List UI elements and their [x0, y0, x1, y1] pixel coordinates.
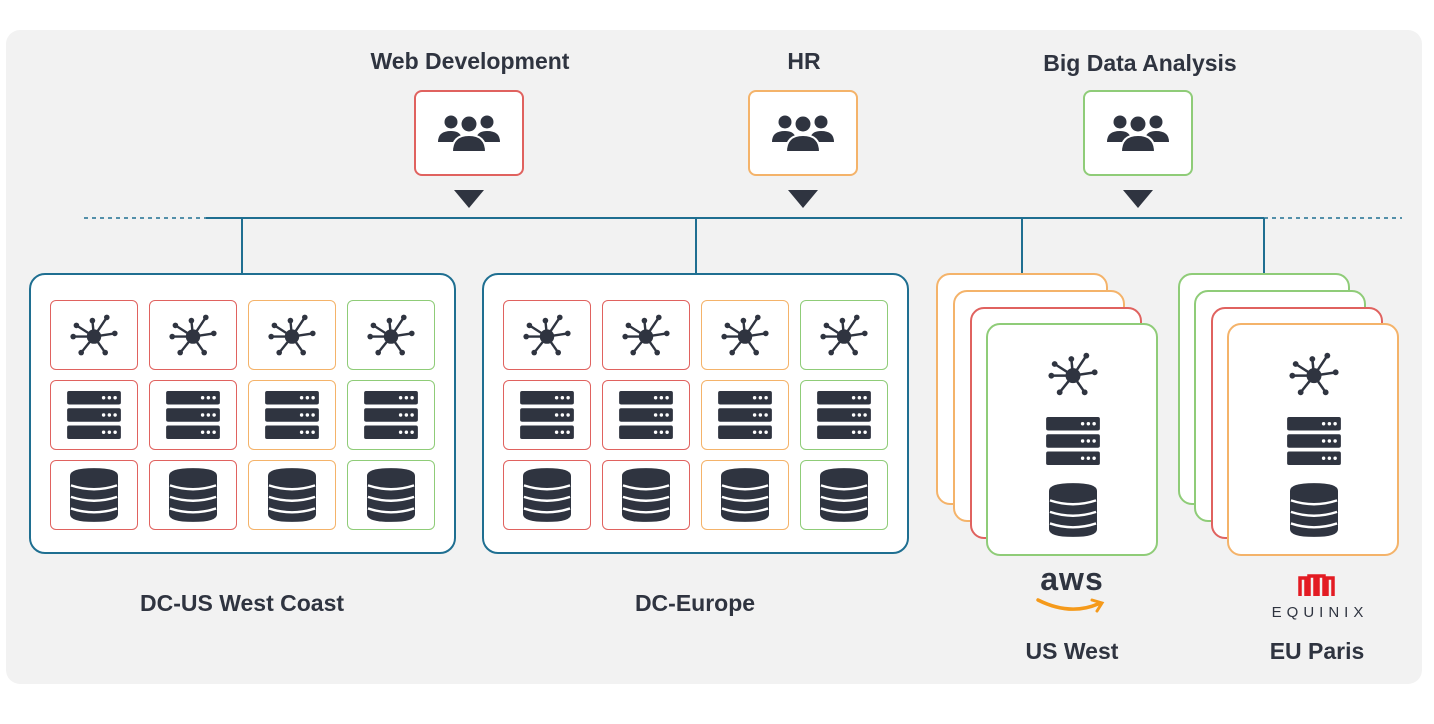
network-cell	[503, 300, 591, 370]
server-icon	[520, 391, 574, 439]
database-cell	[800, 460, 888, 530]
database-cell	[701, 460, 789, 530]
server-icon	[67, 391, 121, 439]
server-cell	[701, 380, 789, 450]
network-cell	[701, 300, 789, 370]
arrow-down-icon	[788, 190, 818, 208]
datacenter-label-europe: DC-Europe	[634, 590, 756, 616]
hr-group-box	[748, 90, 858, 176]
database-icon	[721, 468, 769, 522]
database-icon	[820, 468, 868, 522]
datacenter-europe	[482, 273, 909, 554]
database-cell	[50, 460, 138, 530]
server-icon	[364, 391, 418, 439]
database-icon	[1049, 483, 1097, 537]
network-icon	[523, 311, 571, 359]
aws-smile-icon	[1036, 598, 1105, 613]
equinix-logo: EQUINIX	[1264, 574, 1376, 626]
database-cell	[503, 460, 591, 530]
datacenter-us-west-coast	[29, 273, 456, 554]
server-icon	[1287, 417, 1341, 465]
arrow-down-icon	[1123, 190, 1153, 208]
network-icon	[1289, 349, 1339, 399]
network-icon	[721, 311, 769, 359]
cloud-label-us-west: US West	[1025, 638, 1119, 664]
server-cell	[50, 380, 138, 450]
database-icon	[523, 468, 571, 522]
group-label-web-development: Web Development	[370, 48, 570, 74]
network-icon	[820, 311, 868, 359]
database-icon	[169, 468, 217, 522]
server-cell	[248, 380, 336, 450]
server-cell	[800, 380, 888, 450]
server-cell	[602, 380, 690, 450]
server-cell	[347, 380, 435, 450]
database-icon	[268, 468, 316, 522]
database-cell	[602, 460, 690, 530]
cloud-label-eu-paris: EU Paris	[1269, 638, 1365, 664]
server-icon	[817, 391, 871, 439]
database-cell	[347, 460, 435, 530]
network-icon	[70, 311, 118, 359]
database-cell	[149, 460, 237, 530]
database-cell	[248, 460, 336, 530]
network-cell	[149, 300, 237, 370]
network-bus	[84, 217, 1402, 273]
server-cell	[503, 380, 591, 450]
network-cell	[248, 300, 336, 370]
arrow-down-icon	[454, 190, 484, 208]
network-icon	[268, 311, 316, 359]
network-icon	[622, 311, 670, 359]
server-icon	[1046, 417, 1100, 465]
web-development-group-box	[414, 90, 524, 176]
server-icon	[265, 391, 319, 439]
cloud-us-west-front-card	[986, 323, 1158, 556]
server-cell	[149, 380, 237, 450]
aws-logo: aws	[1034, 562, 1110, 618]
database-icon	[70, 468, 118, 522]
database-icon	[367, 468, 415, 522]
server-icon	[718, 391, 772, 439]
cloud-eu-paris-front-card	[1227, 323, 1399, 556]
group-label-hr: HR	[787, 48, 821, 74]
network-cell	[602, 300, 690, 370]
network-icon	[169, 311, 217, 359]
database-icon	[622, 468, 670, 522]
network-cell	[800, 300, 888, 370]
big-data-analysis-group-box	[1083, 90, 1193, 176]
server-icon	[619, 391, 673, 439]
database-icon	[1290, 483, 1338, 537]
equinix-mark-icon	[1298, 574, 1335, 596]
group-label-big-data-analysis: Big Data Analysis	[1043, 50, 1237, 76]
network-cell	[347, 300, 435, 370]
datacenter-label-us-west-coast: DC-US West Coast	[139, 590, 345, 616]
server-icon	[166, 391, 220, 439]
network-cell	[50, 300, 138, 370]
network-icon	[367, 311, 415, 359]
network-icon	[1048, 349, 1098, 399]
